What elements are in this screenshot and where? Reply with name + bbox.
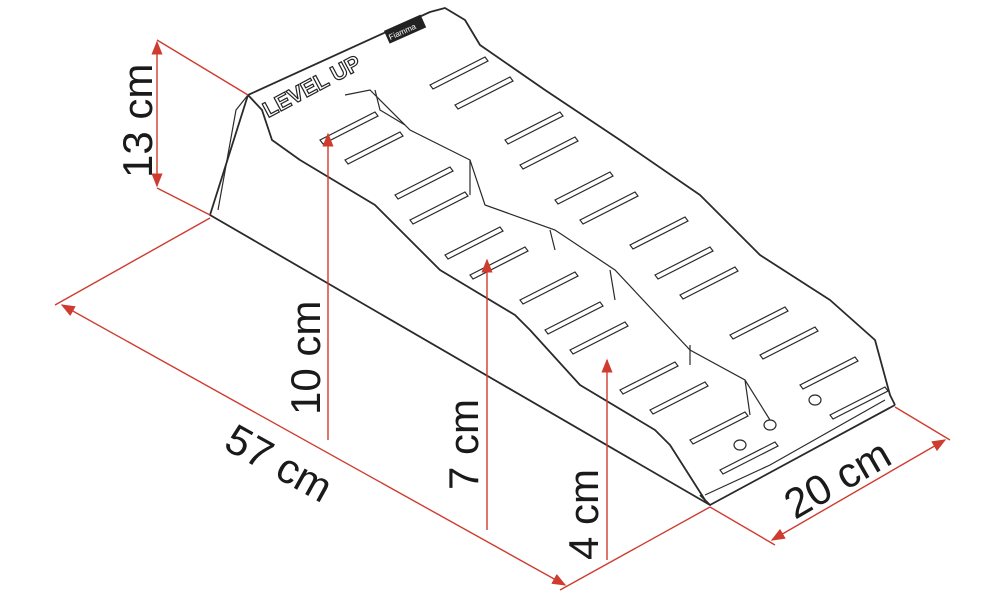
- tread-slot: [344, 131, 404, 165]
- tread-slot: [544, 301, 604, 335]
- tread-slot: [394, 166, 454, 200]
- tread-slot: [454, 76, 514, 110]
- product-label: LEVEL UP: [259, 50, 365, 122]
- tread-slot: [619, 361, 679, 395]
- tread-slot: [554, 171, 614, 205]
- tread-slot: [759, 326, 819, 360]
- tread-slot: [519, 136, 579, 170]
- tread-slot: [799, 356, 859, 390]
- tread-slot: [719, 441, 779, 475]
- tread-slot: [649, 381, 709, 415]
- tread-slot: [319, 111, 379, 145]
- height-10-label: 10 cm: [282, 301, 329, 415]
- height-4-label: 4 cm: [560, 469, 607, 560]
- height-13-label: 13 cm: [114, 64, 161, 178]
- width-20-label: 20 cm: [776, 430, 899, 528]
- tread-slot: [654, 246, 714, 280]
- tread-slot: [729, 306, 789, 340]
- tread-slot: [829, 386, 889, 420]
- tread-slot: [409, 191, 469, 225]
- length-57-label: 57 cm: [218, 415, 341, 512]
- tread-slot: [579, 191, 639, 225]
- tread-slot: [444, 226, 504, 260]
- tread-slot: [469, 246, 529, 280]
- tread-slot: [429, 56, 489, 90]
- tread-slot: [519, 271, 579, 305]
- height-7-label: 7 cm: [440, 399, 487, 490]
- tread-slot: [629, 216, 689, 250]
- tread-slot: [679, 266, 739, 300]
- dimension-lines: [54, 39, 951, 591]
- tread-slot: [569, 321, 629, 355]
- tread-slot: [504, 111, 564, 145]
- brand-logo: Fiamma: [383, 14, 427, 44]
- tread-slot: [689, 411, 749, 445]
